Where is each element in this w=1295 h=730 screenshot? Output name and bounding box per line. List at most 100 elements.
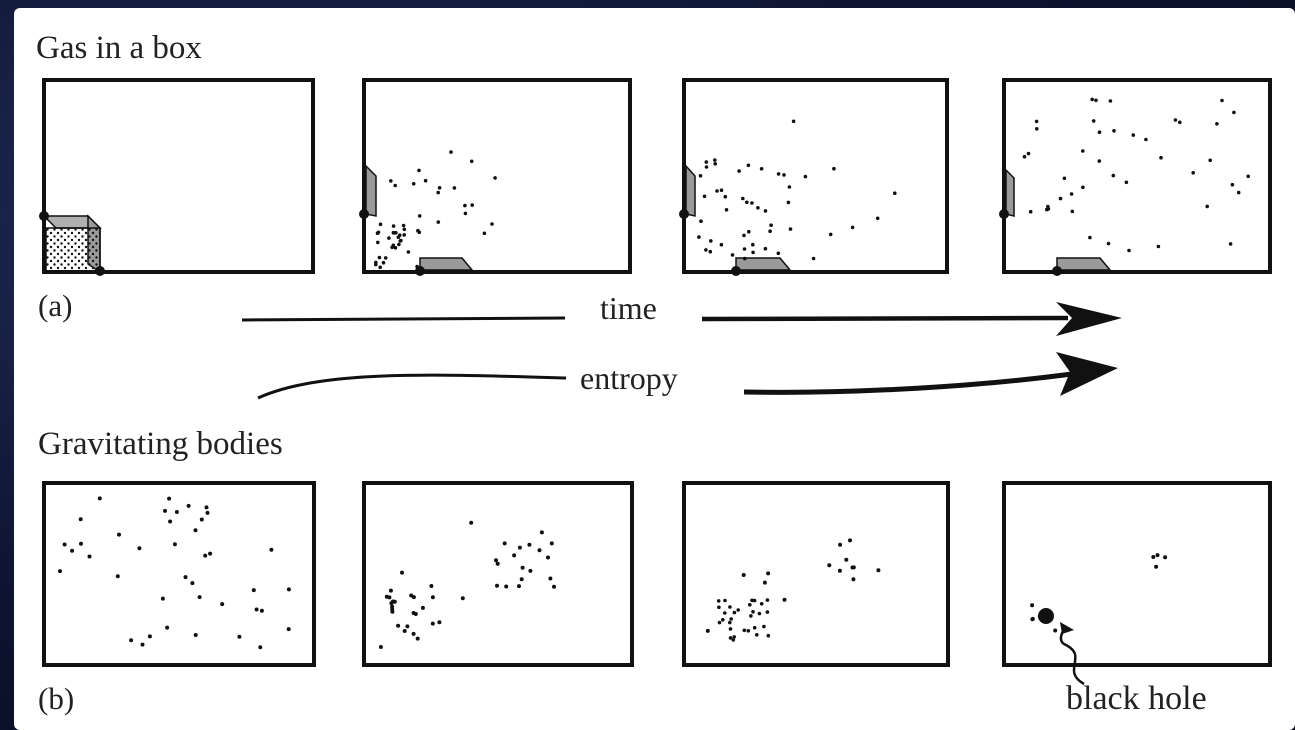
particle-dot bbox=[1151, 555, 1156, 559]
particle-dot bbox=[502, 541, 507, 546]
particle-dot bbox=[848, 538, 852, 543]
particle-dot bbox=[168, 519, 173, 524]
particle-dot bbox=[723, 194, 728, 199]
particle-dot bbox=[731, 638, 736, 642]
gas-box-4 bbox=[999, 78, 1272, 276]
particle-dot bbox=[715, 189, 719, 193]
particle-dot bbox=[757, 611, 762, 616]
particle-dot bbox=[782, 597, 787, 602]
particle-dot bbox=[729, 617, 733, 621]
particle-dot bbox=[728, 620, 732, 625]
particle-dot bbox=[1070, 209, 1075, 214]
particle-dot bbox=[762, 580, 767, 585]
particle-dot bbox=[728, 627, 733, 631]
particle-dot bbox=[392, 231, 397, 235]
particle-dot bbox=[788, 227, 793, 231]
particle-dot bbox=[1069, 192, 1074, 196]
gravity-box-1 bbox=[42, 481, 316, 667]
particle-dot bbox=[193, 633, 198, 637]
particle-dot bbox=[1131, 133, 1136, 137]
particle-dot bbox=[390, 599, 395, 604]
particle-dot bbox=[378, 265, 383, 270]
particle-dot bbox=[401, 223, 406, 228]
particle-dot bbox=[463, 211, 468, 216]
particle-dot bbox=[765, 610, 770, 614]
particle-dot bbox=[286, 587, 291, 592]
particle-dot bbox=[803, 174, 808, 179]
particle-dot bbox=[374, 262, 378, 267]
particle-dot bbox=[512, 553, 517, 558]
particle-dot bbox=[376, 240, 380, 245]
particle-dot bbox=[1112, 129, 1116, 133]
particle-dot bbox=[752, 598, 757, 603]
particle-dot bbox=[1215, 122, 1219, 126]
particle-dot bbox=[269, 547, 274, 552]
particle-dot bbox=[704, 248, 708, 252]
particle-dot bbox=[204, 505, 209, 510]
particle-dot bbox=[183, 575, 188, 580]
particle-dot bbox=[399, 238, 403, 243]
particle-dot bbox=[117, 532, 121, 537]
particle-dot bbox=[742, 247, 747, 251]
particle-dot bbox=[383, 256, 388, 260]
panel-a-tag: (a) bbox=[38, 288, 73, 323]
bodies-3 bbox=[705, 538, 881, 642]
particle-dot bbox=[776, 172, 781, 176]
particle-dot bbox=[746, 163, 751, 168]
particle-dot bbox=[1236, 190, 1241, 195]
particle-dot bbox=[429, 584, 434, 588]
particle-dot bbox=[398, 233, 402, 237]
particle-dot bbox=[517, 545, 522, 550]
particle-dot bbox=[876, 568, 881, 573]
particle-dot bbox=[517, 584, 521, 589]
particle-dot bbox=[766, 571, 771, 576]
particle-dot bbox=[751, 250, 755, 255]
particle-dot bbox=[713, 162, 717, 166]
particle-dot bbox=[423, 178, 428, 183]
particle-dot bbox=[1127, 248, 1131, 253]
particle-dot bbox=[755, 633, 759, 637]
particle-dot bbox=[409, 593, 414, 598]
particle-dot bbox=[769, 223, 773, 227]
particle-dot bbox=[766, 633, 771, 638]
particle-dot bbox=[1159, 155, 1163, 160]
particle-dot bbox=[1090, 97, 1094, 102]
particle-dot bbox=[402, 227, 407, 232]
particle-dot bbox=[732, 610, 737, 615]
particle-dot bbox=[436, 190, 441, 195]
gravity-box-2 bbox=[362, 481, 634, 667]
particle-dot bbox=[1230, 182, 1235, 187]
particle-dot bbox=[827, 563, 832, 568]
particle-dot bbox=[163, 508, 167, 513]
entropy-arrow bbox=[257, 352, 1118, 400]
particle-dot bbox=[1228, 242, 1233, 246]
particle-dot bbox=[1030, 603, 1035, 608]
particle-dot bbox=[851, 565, 856, 570]
particle-dot bbox=[736, 608, 740, 612]
particle-dot bbox=[390, 607, 395, 612]
particle-dot bbox=[1028, 209, 1033, 214]
particle-dot bbox=[495, 583, 499, 588]
particle-dot bbox=[730, 253, 735, 257]
particle-dot bbox=[70, 548, 75, 553]
particle-dot bbox=[377, 255, 382, 260]
entropy-arrow-label: entropy bbox=[580, 360, 678, 396]
particle-dot bbox=[1246, 174, 1250, 179]
panel-a-title: Gas in a box bbox=[36, 30, 202, 66]
particle-dot bbox=[172, 542, 177, 547]
particle-dot bbox=[482, 231, 487, 236]
particle-dot bbox=[704, 165, 709, 169]
particle-dot bbox=[470, 203, 475, 207]
particle-dot bbox=[1144, 137, 1148, 142]
particle-dot bbox=[1208, 158, 1212, 163]
particle-dot bbox=[1220, 98, 1224, 103]
particle-dot bbox=[1026, 151, 1031, 156]
particle-dot bbox=[705, 628, 710, 633]
particle-dot bbox=[140, 642, 145, 647]
particle-dot bbox=[723, 611, 727, 615]
particle-dot bbox=[493, 176, 497, 180]
particle-dot bbox=[208, 551, 213, 556]
particle-dot bbox=[539, 530, 544, 535]
particle-dot bbox=[728, 605, 732, 609]
particle-dot bbox=[258, 645, 263, 650]
